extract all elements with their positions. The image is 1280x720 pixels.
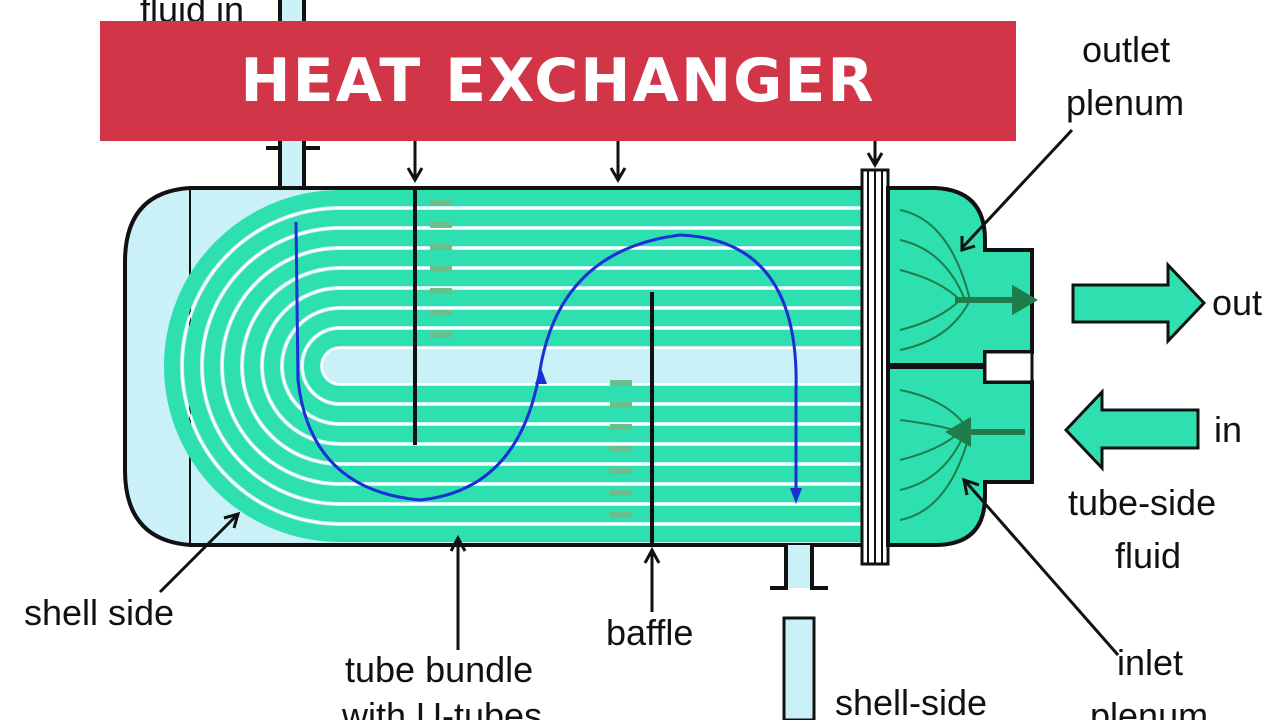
shell-flow-path: [294, 221, 798, 502]
shell-side-fluid-label: shell-side: [835, 682, 987, 720]
outlet-plenum-label-line2: plenum: [1066, 82, 1184, 123]
shell-side-label: shell side: [24, 592, 174, 633]
tube-bundle: [164, 190, 862, 542]
tubesheet: [860, 168, 890, 566]
baffle-label: baffle: [606, 612, 693, 653]
tube-side-label-line1: tube-side: [1068, 482, 1216, 523]
plenum-arrows: [945, 284, 1038, 448]
banner-title: HEAT EXCHANGER: [240, 46, 876, 116]
inlet-plenum-label-line1: inlet: [1117, 642, 1183, 683]
out-arrow: [1071, 261, 1207, 345]
out-label: out: [1212, 282, 1262, 323]
in-label: in: [1214, 409, 1242, 450]
outlet-plenum-label-line1: outlet: [1082, 29, 1170, 70]
title-banner: HEAT EXCHANGER: [100, 21, 1016, 141]
in-arrow: [1063, 388, 1200, 472]
shell-outlet-nozzle: [770, 545, 828, 720]
tube-bundle-label-line2: with U-tubes: [341, 695, 542, 720]
label-pointers: [158, 120, 1120, 656]
tube-side-label-line2: fluid: [1115, 535, 1181, 576]
crossflow-arrows: [430, 200, 632, 518]
tube-bundle-label-line1: tube bundle: [345, 649, 533, 690]
inlet-plenum-label-line2: plenum: [1090, 695, 1208, 720]
